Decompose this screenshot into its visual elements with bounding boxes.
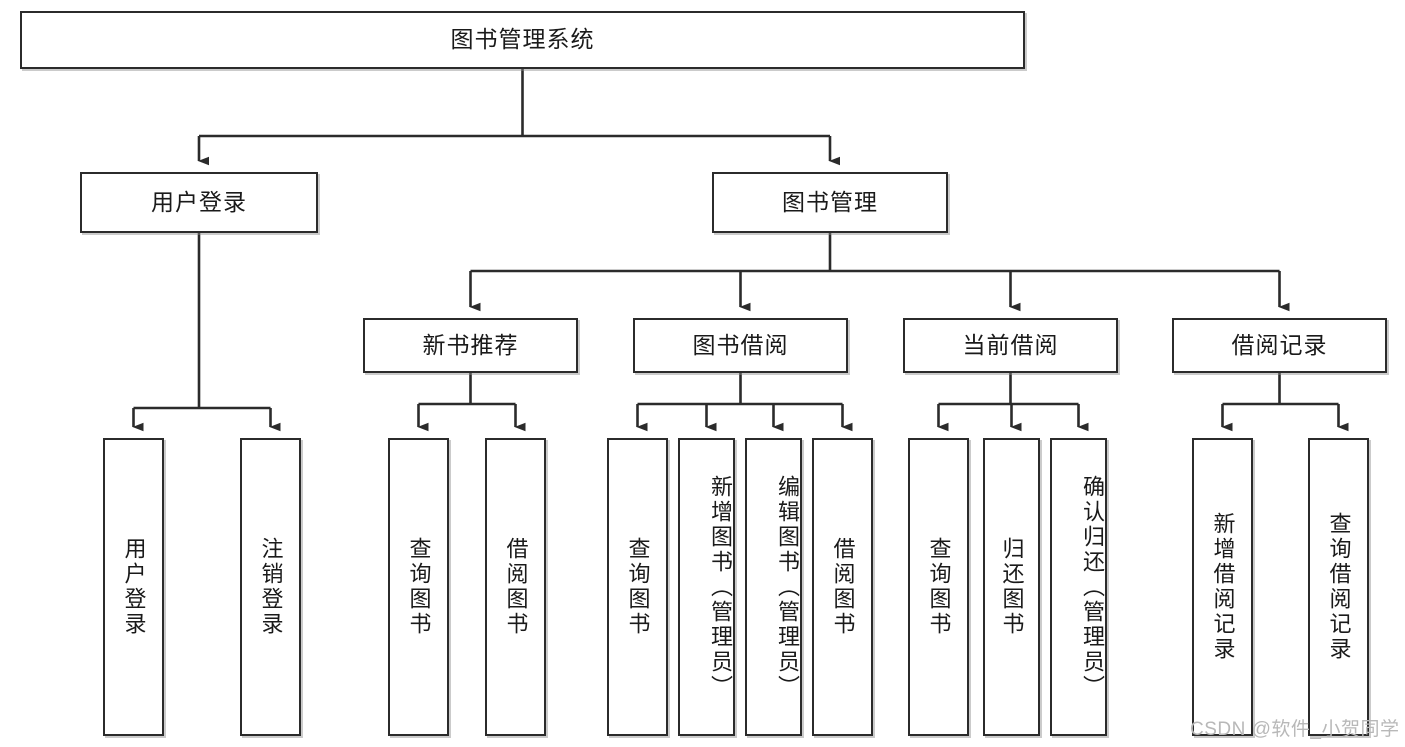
- node-user-login-label: 用户登录: [151, 188, 247, 215]
- leaf-node-return-book-label: 归还图书: [999, 537, 1025, 637]
- leaf-node-user-logout[interactable]: 注销登录: [240, 438, 301, 736]
- leaf-node-confirm-return[interactable]: 确认归还（管理员）: [1050, 438, 1107, 736]
- node-book-borrow[interactable]: 图书借阅: [633, 318, 848, 373]
- leaf-node-query-book-rec-label: 查询图书: [406, 537, 432, 637]
- leaf-node-query-book[interactable]: 查询图书: [607, 438, 668, 736]
- leaf-node-query-book-cur[interactable]: 查询图书: [908, 438, 969, 736]
- node-new-book-rec[interactable]: 新书推荐: [363, 318, 578, 373]
- leaf-node-add-book-label: 新增图书（管理员）: [708, 474, 733, 700]
- leaf-node-edit-book[interactable]: 编辑图书（管理员）: [745, 438, 802, 736]
- leaf-node-query-book-cur-label: 查询图书: [926, 537, 952, 637]
- node-root-title-label: 图书管理系统: [450, 26, 595, 53]
- node-book-manage[interactable]: 图书管理: [712, 172, 948, 233]
- leaf-node-query-book-label: 查询图书: [625, 537, 651, 637]
- leaf-node-borrow-book-rec[interactable]: 借阅图书: [485, 438, 546, 736]
- node-current-borrow-label: 当前借阅: [962, 331, 1059, 358]
- leaf-node-add-record[interactable]: 新增借阅记录: [1192, 438, 1253, 736]
- leaf-node-confirm-return-label: 确认归还（管理员）: [1080, 474, 1105, 700]
- leaf-node-add-book[interactable]: 新增图书（管理员）: [678, 438, 735, 736]
- node-user-login[interactable]: 用户登录: [80, 172, 318, 233]
- leaf-node-user-logout-label: 注销登录: [258, 537, 284, 637]
- node-root-title[interactable]: 图书管理系统: [20, 11, 1025, 69]
- leaf-node-user-login[interactable]: 用户登录: [103, 438, 164, 736]
- leaf-node-query-record[interactable]: 查询借阅记录: [1308, 438, 1369, 736]
- leaf-node-query-book-rec[interactable]: 查询图书: [388, 438, 449, 736]
- node-book-manage-label: 图书管理: [782, 188, 878, 215]
- leaf-node-borrow-book[interactable]: 借阅图书: [812, 438, 873, 736]
- node-current-borrow[interactable]: 当前借阅: [903, 318, 1118, 373]
- leaf-node-return-book[interactable]: 归还图书: [983, 438, 1040, 736]
- leaf-node-add-record-label: 新增借阅记录: [1210, 512, 1236, 662]
- node-borrow-record-label: 借阅记录: [1231, 331, 1328, 358]
- node-book-borrow-label: 图书借阅: [692, 331, 789, 358]
- node-new-book-rec-label: 新书推荐: [422, 331, 519, 358]
- leaf-node-edit-book-label: 编辑图书（管理员）: [775, 474, 800, 700]
- leaf-node-query-record-label: 查询借阅记录: [1326, 512, 1352, 662]
- leaf-node-borrow-book-label: 借阅图书: [830, 537, 856, 637]
- node-borrow-record[interactable]: 借阅记录: [1172, 318, 1387, 373]
- leaf-node-borrow-book-rec-label: 借阅图书: [503, 537, 529, 637]
- leaf-node-user-login-label: 用户登录: [121, 537, 147, 637]
